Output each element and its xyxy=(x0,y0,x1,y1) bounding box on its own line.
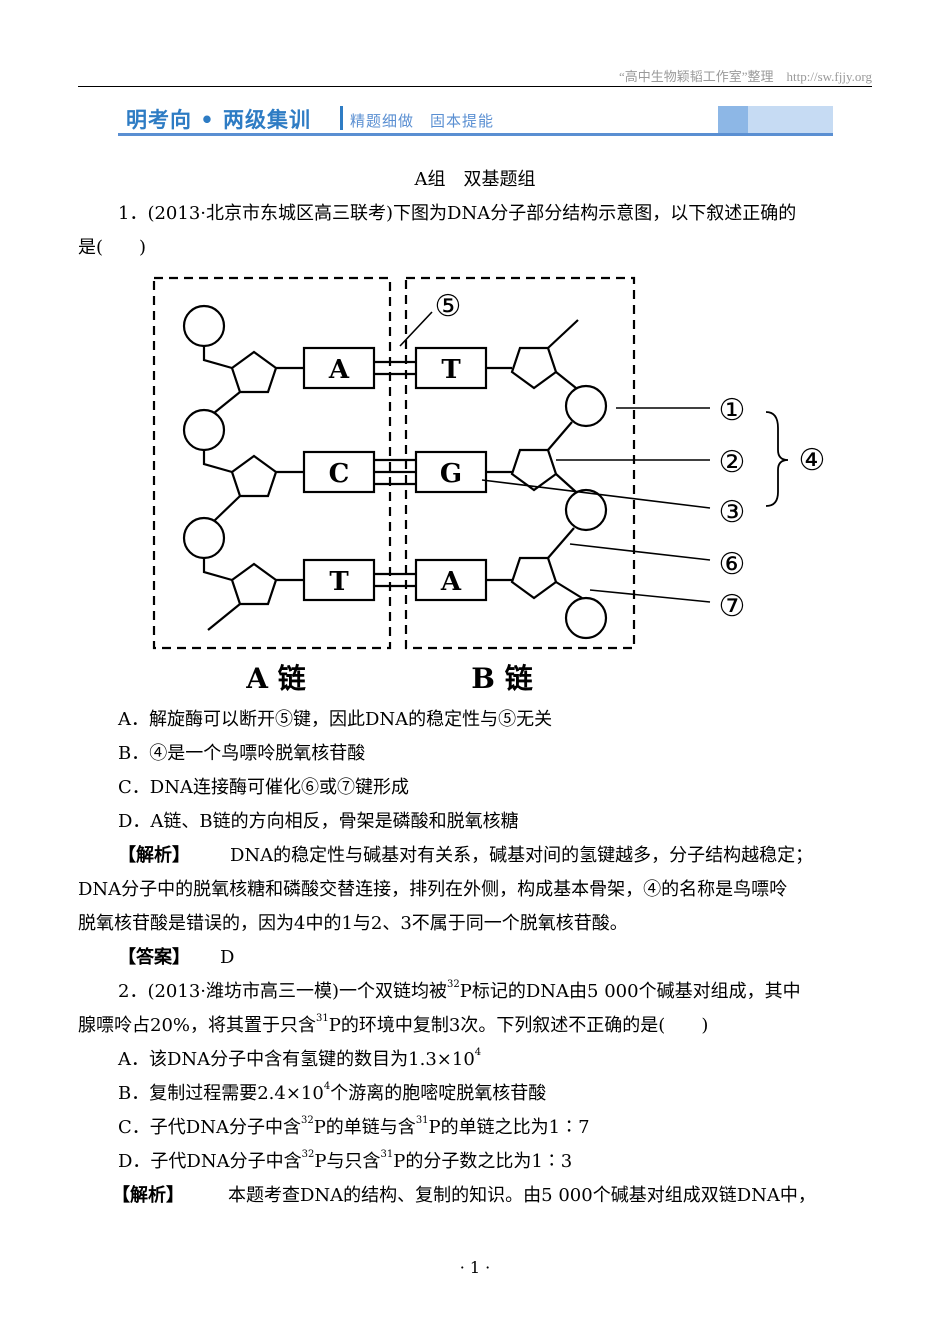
chain-b-box xyxy=(404,276,636,650)
marker-4: ④ xyxy=(799,443,826,478)
q2-option-c: C．子代DNA分子中含32P的单链与含31P的单链之比为1∶7 xyxy=(118,1115,590,1139)
phosphate-a3 xyxy=(182,516,226,560)
phosphate-b2 xyxy=(564,488,608,532)
chain-b-label: B 链 xyxy=(471,662,532,695)
q1-option-b: B．④是一个鸟嘌呤脱氧核苷酸 xyxy=(118,743,366,764)
q1-stem-line2: 是( ) xyxy=(78,237,147,258)
marker-2: ② xyxy=(719,445,746,480)
q2-stem-line2: 腺嘌呤占20%，将其置于只含31P的环境中复制3次。下列叙述不正确的是( ) xyxy=(78,1013,709,1037)
dna-structure-diagram: A C T T G A ① ② ③ ④ ⑤ ⑥ ⑦ A 链 B 链 xyxy=(152,276,826,695)
marker-1: ① xyxy=(719,393,746,428)
q2-option-a: A．该DNA分子中含有氢键的数目为1.3×104 xyxy=(118,1047,482,1071)
base-a1 xyxy=(302,346,376,390)
q1-answer: D xyxy=(220,947,235,968)
marker-5: ⑤ xyxy=(435,289,462,324)
banner-separator xyxy=(340,106,343,130)
banner-title: 明考向 • 两级集训 xyxy=(126,108,312,132)
section-banner: 明考向 • 两级集训 精题细做 固本提能 xyxy=(118,104,833,136)
sugar-a1 xyxy=(230,350,278,394)
banner-subtitle: 精题细做 固本提能 xyxy=(350,112,495,130)
base-b3-label: A xyxy=(440,567,462,597)
q2-option-d: D．子代DNA分子中含32P与只含31P的分子数之比为1∶3 xyxy=(118,1149,573,1173)
sugar-b2 xyxy=(510,448,558,492)
phosphate-b1 xyxy=(564,384,608,428)
chain-a-label: A 链 xyxy=(245,662,305,695)
q1-analysis-label: 【解析】 xyxy=(118,845,190,866)
chain-a-box xyxy=(152,276,392,650)
page-number: · 1 · xyxy=(459,1258,491,1277)
marker-6: ⑥ xyxy=(719,547,746,582)
q1-analysis-line3: 脱氧核苷酸是错误的，因为4中的1与2、3不属于同一个脱氧核苷酸。 xyxy=(78,913,628,934)
phosphate-a1 xyxy=(182,304,226,348)
q1-answer-label: 【答案】 xyxy=(118,947,190,968)
sugar-a2 xyxy=(230,454,278,498)
base-b1-label: T xyxy=(441,355,461,385)
marker-7: ⑦ xyxy=(719,589,746,624)
section-title: A组 双基题组 xyxy=(414,169,536,190)
q2-analysis-line1: 本题考查DNA的结构、复制的知识。由5 000个碱基对组成双链DNA中， xyxy=(228,1185,816,1206)
base-a3-label: T xyxy=(329,567,349,597)
base-a1-label: A xyxy=(328,355,350,385)
header-rule xyxy=(78,86,872,87)
q1-option-d: D．A链、B链的方向相反，骨架是磷酸和脱氧核糖 xyxy=(118,811,519,832)
q1-analysis-line1: DNA的稳定性与碱基对有关系，碱基对间的氢键越多，分子结构越稳定； xyxy=(230,845,814,866)
q1-analysis-line2: DNA分子中的脱氧核糖和磷酸交替连接，排列在外侧，构成基本骨架，④的名称是鸟嘌呤 xyxy=(78,879,788,900)
q1-option-c: C．DNA连接酶可催化⑥或⑦键形成 xyxy=(118,777,409,798)
q1-option-a: A．解旋酶可以断开⑤键，因此DNA的稳定性与⑤无关 xyxy=(118,709,553,730)
base-b2-label: G xyxy=(440,459,462,489)
sugar-a3 xyxy=(230,562,278,606)
phosphate-b3 xyxy=(564,596,608,640)
sugar-b1 xyxy=(510,346,558,390)
base-a3 xyxy=(302,558,376,602)
marker-3: ③ xyxy=(719,495,746,530)
header-source: “高中生物颖韬工作室”整理 http://sw.fjjy.org xyxy=(618,69,872,84)
q2-analysis-label: 【解析】 xyxy=(112,1185,184,1206)
q1-stem-line1: 1．(2013·北京市东城区高三联考)下图为DNA分子部分结构示意图，以下叙述正… xyxy=(118,203,797,224)
q2-option-b: B．复制过程需要2.4×104个游离的胞嘧啶脱氧核苷酸 xyxy=(118,1081,547,1105)
sugar-b3 xyxy=(510,556,558,600)
phosphate-a2 xyxy=(182,408,226,452)
base-a2-label: C xyxy=(329,459,350,489)
q2-stem-line1: 2．(2013·潍坊市高三一模)一个双链均被32P标记的DNA由5 000个碱基… xyxy=(118,979,801,1003)
